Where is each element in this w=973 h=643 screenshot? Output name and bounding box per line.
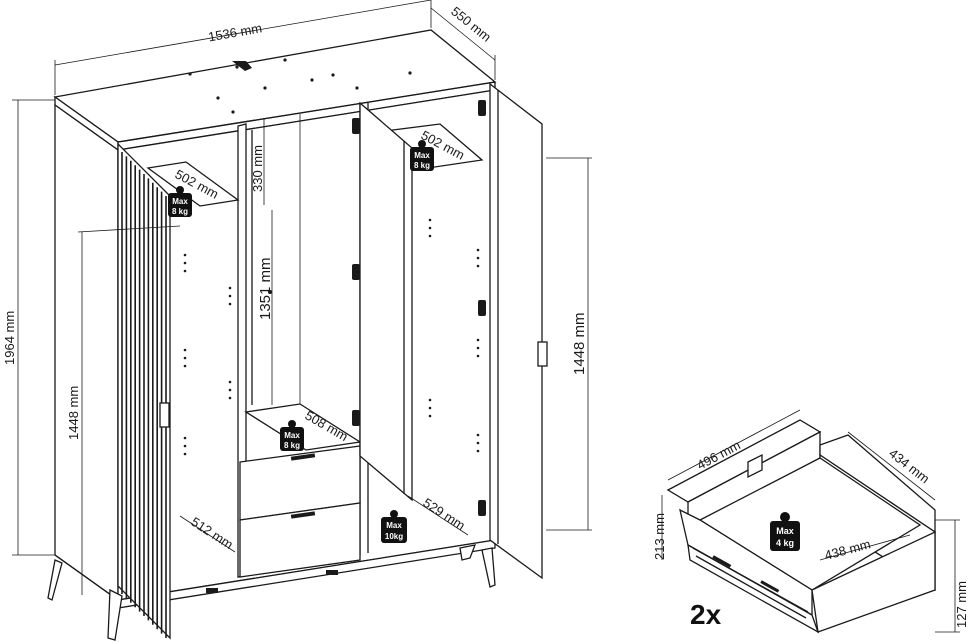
svg-text:8 kg: 8 kg <box>172 207 188 216</box>
top-bracket-icon <box>232 61 252 71</box>
svg-text:4 kg: 4 kg <box>776 538 794 548</box>
right-door <box>489 82 543 580</box>
svg-text:Max: Max <box>172 197 188 206</box>
dim-height-total: 1964 mm <box>2 311 17 365</box>
middle-door <box>359 101 413 502</box>
dim-left-door-height: 1448 mm <box>66 386 81 440</box>
load-badge-left-shelf: Max 8 kg <box>168 186 192 217</box>
svg-text:Max: Max <box>386 521 402 530</box>
dim-hanging-height: 1351 mm <box>257 257 274 320</box>
load-badge-right-shelf: Max 8 kg <box>410 140 434 171</box>
svg-text:Max: Max <box>776 526 794 536</box>
svg-text:10kg: 10kg <box>385 532 403 541</box>
dim-depth: 550 mm <box>448 3 494 44</box>
drawer-quantity: 2x <box>690 599 722 630</box>
dim-drawer-height: 213 mm <box>652 513 667 560</box>
dim-drawer-inner-height: 127 mm <box>954 581 969 628</box>
hinges <box>352 100 486 516</box>
drawer-runner-icon <box>712 555 780 593</box>
load-badge-bottom: Max 10kg <box>381 510 407 543</box>
dim-top-compartment: 330 mm <box>250 145 265 192</box>
right-door-handle <box>537 341 548 367</box>
svg-text:Max: Max <box>284 431 300 440</box>
svg-text:Max: Max <box>414 151 430 160</box>
dim-width: 1536 mm <box>207 20 263 44</box>
left-side-panel <box>54 103 119 602</box>
dimension-lines <box>12 0 592 595</box>
svg-text:8 kg: 8 kg <box>284 441 300 450</box>
dim-right-door-height: 1448 mm <box>571 312 588 375</box>
load-badge-middle-shelf: Max 8 kg <box>280 420 304 451</box>
shelf-pin-holes <box>183 218 480 456</box>
svg-text:8 kg: 8 kg <box>414 161 430 170</box>
drawer-detail <box>661 409 960 634</box>
load-badge-drawer: Max 4 kg <box>770 512 800 551</box>
drawer-front-lower <box>239 502 361 578</box>
left-door-handle <box>159 402 170 428</box>
legs <box>47 544 496 641</box>
wardrobe-drawing <box>47 29 548 641</box>
